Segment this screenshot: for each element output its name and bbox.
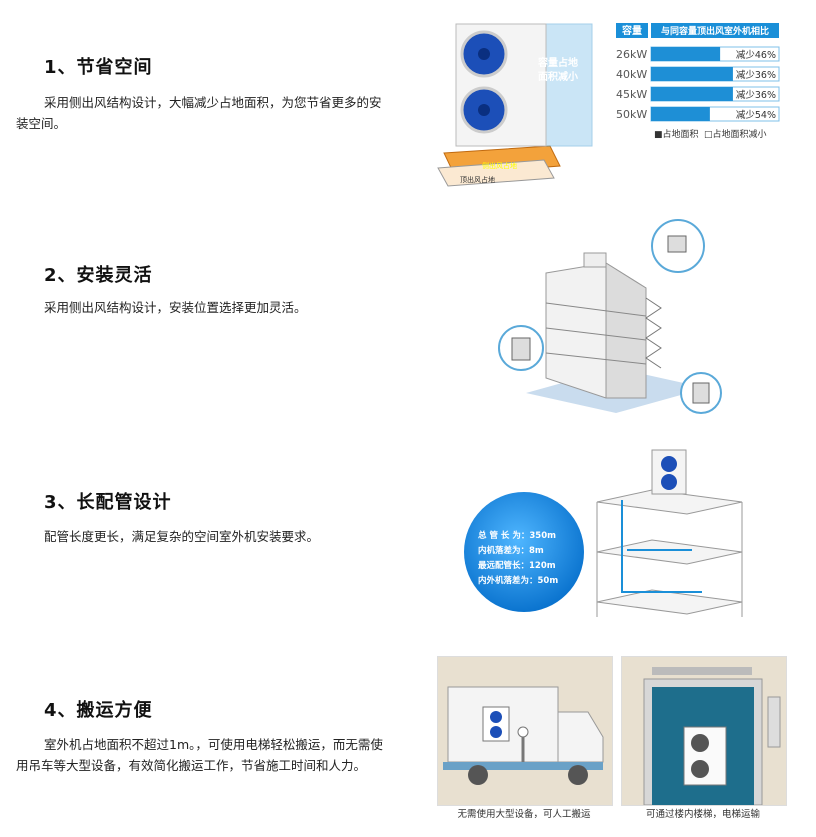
badge-line: 面积减小 [538,70,578,83]
section-title: 1、节省空间 [44,57,153,78]
legend-reduced: □占地面积减小 [704,128,767,140]
spec-circle [464,492,584,612]
section-title: 2、安装灵活 [44,265,153,286]
reduction-label: 减少46% [736,49,776,61]
pipe-line [621,500,702,593]
floor-label: 顶出风占地 [460,175,495,184]
pipe-spec: 总 管 长 为：350m [478,530,556,541]
elevator-caption: 可通过楼内楼梯，电梯运输 [645,809,760,820]
capacity-label: 45kW [616,88,647,101]
comparison-bars: 26kW 减少46% 40kW 减少36% 45kW 减少36% 50kW 减少54% [616,46,780,122]
building-illustration [498,219,722,414]
table-header [616,23,648,38]
piping-illustration: 总 管 长 为：350m 内机落差为：8m 最远配管长：120m 内外机落差为：… [464,449,743,617]
pipe-spec: 最远配管长：120m [478,560,556,571]
bar-fill [651,67,733,81]
reduction-label: 减少54% [736,109,776,121]
space-illustration: 侧出风占地 顶出风占地 容量占地 面积减小 容量 与同容量顶出风室外机相比 26… [437,23,780,187]
section-title: 3、长配管设计 [44,492,172,513]
bar-fill [651,47,721,61]
reduction-label: 减少36% [736,89,776,101]
section-description: 配管长度更长，满足复杂的空间室外机安装要求。 [44,529,320,544]
table-header [651,23,779,38]
header-compare: 与同容量顶出风室外机相比 [661,25,769,37]
section-description: 采用侧出风结构设计，大幅减少占地面积，为您节省更多的安装空间。 [16,95,382,131]
pipe-spec: 内机落差为：8m [478,545,544,556]
truck-cab [557,711,604,763]
floor-label: 侧出风占地 [482,161,517,170]
section-title: 4、搬运方便 [44,700,153,721]
legend-area: ■占地面积 [654,128,699,140]
reduction-label: 减少36% [736,69,776,81]
elevator-button-panel [767,696,781,748]
section-description: 室外机占地面积不超过1m。，可使用电梯轻松搬运，而无需使用吊车等大型设备，有效简… [16,737,383,773]
capacity-label: 50kW [616,108,647,121]
capacity-label: 26kW [616,48,647,61]
capacity-label: 40kW [616,68,647,81]
pipe-spec: 内外机落差为：50m [478,575,558,586]
truck-caption: 无需使用大型设备，可人工搬运 [457,809,591,820]
badge-line: 容量占地 [537,56,578,69]
section-description: 采用侧出风结构设计，安装位置选择更加灵活。 [44,300,307,315]
elevator-panel [621,656,787,806]
floor-plate-side-discharge [437,159,555,187]
truck-panel [437,656,613,806]
bar-fill [651,87,733,101]
bar-fill [651,107,710,121]
header-capacity: 容量 [621,24,642,37]
